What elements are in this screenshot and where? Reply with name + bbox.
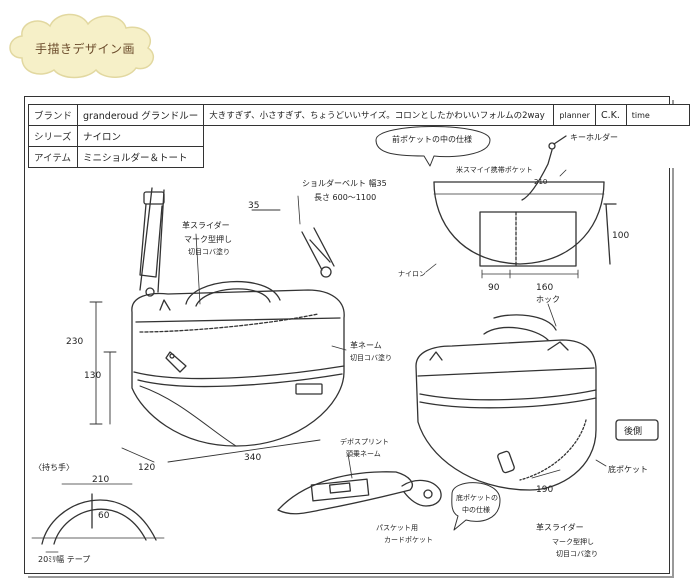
strap-note-1: ショルダーベルト 幅35 [302, 178, 387, 188]
leather-name-note-1: 革ネーム [350, 340, 382, 350]
item-value: ミニショルダー＆トート [77, 146, 205, 168]
front-height-total: 230 [66, 337, 83, 347]
front-height-lower: 130 [84, 371, 101, 381]
bottom-pocket-view [277, 453, 501, 531]
strap-note-2: 長さ 600〜1100 [314, 193, 376, 202]
front-mark-note-1: マーク型押し [184, 234, 232, 244]
back-view-bag [415, 314, 659, 491]
handle-width-note: 20ﾐﾘ幅 テープ [38, 554, 90, 564]
front-view-bag [131, 187, 345, 447]
front-dimensions [89, 209, 321, 463]
back-slider-note-1: 革スライダー [536, 522, 584, 532]
handle-length: 210 [92, 475, 109, 485]
card-pocket-note-2: カードポケット [384, 536, 433, 544]
leather-name-note-2: 切目コバ塗り [350, 353, 392, 362]
handle-title: 〈持ち手〉 [34, 462, 74, 472]
card-pocket [310, 478, 370, 502]
pocket-height: 100 [612, 231, 629, 241]
handle-view [31, 483, 165, 553]
leader-lines [195, 169, 607, 467]
title-cloud-badge [9, 13, 154, 79]
front-leather-slider-note: 革スライダー [182, 220, 230, 230]
back-slider-note-3: 切目コバ塗り [556, 549, 598, 558]
time-label: time [625, 104, 690, 126]
page-title: 手描きデザイン画 [34, 42, 135, 56]
sheet-shadow [28, 100, 674, 578]
back-zipper-pull [497, 450, 515, 474]
hook-note: ホック [536, 295, 560, 304]
bottom-bubble-1: 底ポケットの [456, 493, 498, 502]
spec-table: ブランド granderoud グランドルー 大きすぎず、小さすぎず、ちょうどい… [27, 104, 690, 168]
phone-pocket-note: 米スマイイ携帯ポケット [456, 165, 533, 174]
bottom-pocket-note: 底ポケット [608, 464, 648, 474]
bottom-width-dim: 190 [536, 485, 553, 495]
phone-pocket-size: 210 [534, 178, 547, 186]
bottom-bubble-2: 中の仕様 [462, 505, 490, 514]
back-slider-note-2: マーク型押し [552, 537, 594, 546]
key-holder-note: キーホルダー [570, 132, 618, 142]
pocket-width-b: 160 [536, 283, 553, 293]
bottom-label-2: 頭乗ネーム [346, 449, 381, 458]
bottom-label-1: デボスプリント [340, 437, 389, 446]
leather-name-tag [295, 383, 323, 395]
card-pocket-note-1: パスケット用 [376, 524, 418, 532]
pocket-inside-view [375, 126, 617, 279]
back-side-label: 後側 [624, 425, 642, 437]
nylon-note: ナイロン [398, 270, 426, 278]
front-mark-note-2: 切目コバ塗り [188, 247, 230, 256]
phone-pocket [479, 211, 577, 267]
front-depth: 120 [138, 463, 155, 473]
front-width: 340 [244, 453, 261, 463]
handle-height: 60 [98, 511, 110, 521]
pocket-width-a: 90 [488, 283, 500, 293]
pocket-heading: 前ポケットの中の仕様 [392, 134, 472, 144]
strap-width-dim: 35 [248, 201, 259, 211]
concept-text: 大きすぎず、小さすぎず、ちょうどいいサイズ。コロンとしたかわいいフォルムの2wa… [203, 104, 555, 126]
back-side-label-box [615, 419, 659, 441]
strap-buckle [143, 191, 165, 205]
